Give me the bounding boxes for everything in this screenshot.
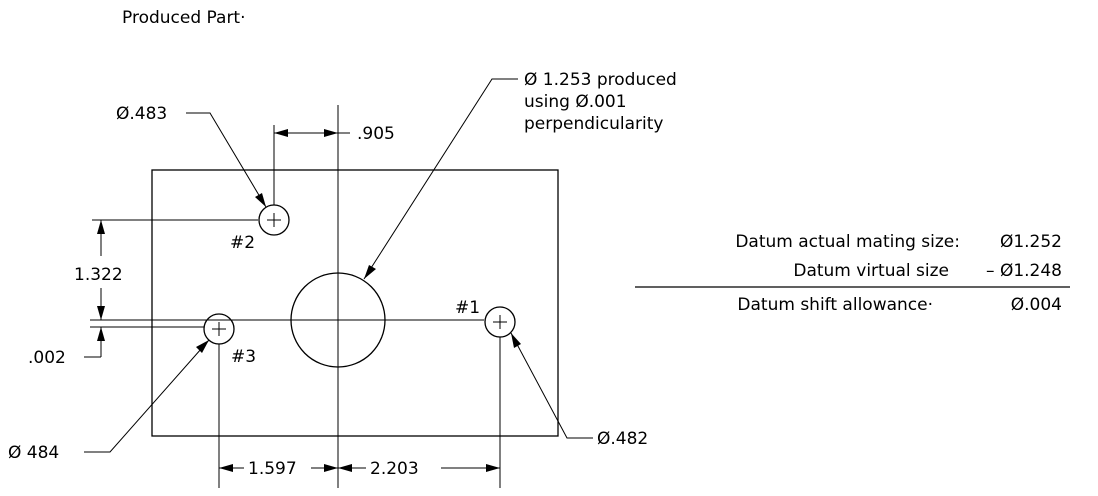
table-row3-value: Ø.004 [1011, 295, 1062, 315]
hole-3-diameter: Ø 484 [8, 443, 59, 463]
table-row2-label: Datum virtual size [793, 261, 949, 281]
dim-bottom [219, 464, 500, 472]
dim-905-label: .905 [357, 124, 395, 144]
hole-1-tag: #1 [455, 298, 480, 318]
center-lines [90, 105, 501, 488]
leader-hole-3 [84, 339, 210, 453]
leader-datum-hole [363, 78, 518, 280]
datum-note-line2: using Ø.001 [524, 92, 627, 112]
leader-hole-1 [510, 332, 593, 439]
drawing-title: Produced Part· [122, 8, 246, 28]
table-row2-value: – Ø1.248 [986, 261, 1062, 281]
datum-note-line3: perpendicularity [524, 114, 663, 134]
table-row3-label: Datum shift allowance· [737, 295, 933, 315]
hole-2-diameter: Ø.483 [116, 104, 167, 124]
dim-2203-label: 2.203 [370, 459, 419, 479]
part-outline [151, 169, 559, 437]
hole-3-tag: #3 [231, 347, 256, 367]
dim-905 [274, 129, 350, 137]
dim-1597-label: 1.597 [248, 459, 297, 479]
dim-1322-label: 1.322 [74, 265, 123, 285]
hole-1-diameter: Ø.482 [597, 429, 648, 449]
table-row1-label: Datum actual mating size: [735, 232, 960, 252]
hole-2-tag: #2 [230, 233, 255, 253]
datum-note-line1: Ø 1.253 produced [524, 70, 677, 90]
dim-002 [84, 305, 105, 358]
datum-shift-table: Datum actual mating size: Ø1.252 Datum v… [635, 232, 1070, 315]
dim-002-label: .002 [28, 348, 66, 368]
leader-hole-2 [186, 112, 267, 208]
table-row1-value: Ø1.252 [1000, 232, 1062, 252]
